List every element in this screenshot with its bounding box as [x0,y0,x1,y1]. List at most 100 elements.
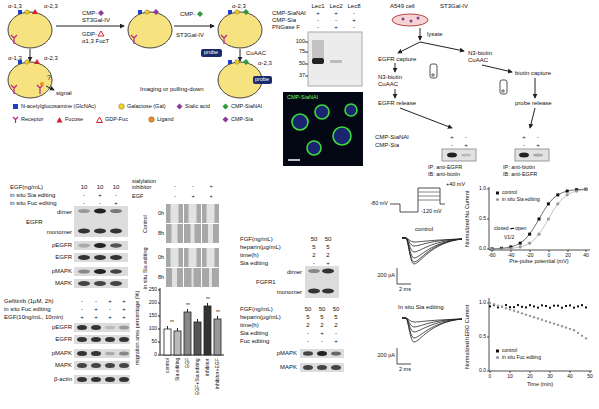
figure-label: FGFR1 [256,279,276,285]
legend-symbol [118,103,125,110]
figure-label: 2 ms [399,367,411,373]
figure-label: + [108,314,112,320]
figure-label: - [83,192,85,198]
figure-label: EGF [185,358,190,368]
fgfr-blots-part [308,289,320,294]
egfr-blots-part [105,337,115,342]
egfr-blots-part [77,377,87,382]
legend-symbol [12,103,19,110]
migration-images-part [192,268,194,287]
plot-point [497,304,499,306]
figure-label: + [108,298,112,304]
egfr-blots-part [78,281,90,286]
figure-label: CMP- [82,10,97,16]
figure-label: CMP-SiaNAl [375,134,409,140]
egfr-blots-part [77,325,87,330]
bar-chart-part [168,303,218,331]
figure-label: A549 cell [390,3,415,9]
glycan-symbols-part [228,60,232,64]
plot-legend-markers-part [496,350,499,353]
figure-label: Sia editing [240,260,268,266]
plot-point [509,306,511,308]
fgfr-blots-part [300,363,344,372]
figure-label: in situ Fuc editing [10,200,57,206]
figure-label: 50 [299,61,305,67]
plot-point [585,337,587,339]
figure-label: 0.0 [479,246,486,251]
egfr-blots-part [74,279,128,288]
receptor-symbols-part [131,35,137,44]
pulldown-workflow-part-part [530,108,535,128]
figure-label: PNGase F [272,24,300,30]
figure-label: IP: anti-biotin [503,165,535,171]
figure-label: 250 [149,287,157,292]
egfr-blots-part [94,255,106,260]
figure-label: MAPK [280,364,297,370]
fgfr-blots-part [322,269,334,274]
figure-label: 8h [158,275,164,281]
egfr-blots-part [119,352,129,356]
figure-label: FGF(ng/mL) [240,236,273,242]
plot-legend-markers [496,192,499,360]
figure-label: - [353,24,355,30]
figure-label: FGF(ng/mL) [240,306,273,312]
plot-point [525,313,527,315]
figure-label: + [334,10,338,16]
figure-label: ? [47,74,51,81]
pulldown-workflow-part [519,153,529,158]
receptor-symbols-part [11,85,17,94]
figure-label: - [307,338,309,344]
figure-label: + [522,134,526,140]
figure-label: α-2,3 [44,55,58,61]
patch-clamp-part [402,318,462,342]
figure-label: ST3Gal-IV [82,17,110,23]
figure-label: 2 [326,252,329,258]
pulldown-workflow-part [410,20,413,23]
pulldown-workflow-part-part [395,63,396,72]
figure-label: + [209,194,212,200]
pulldown-workflow-part [533,154,543,157]
figure-label: EGF(10ng/mL, 10min) [4,314,63,320]
plot-point [533,305,535,307]
pulldown-workflow-part [392,14,428,26]
legend-symbol [56,116,63,123]
figure-label: 2 [306,322,309,328]
patch-clamp-part [418,192,440,200]
schematic-cells-part [218,12,262,48]
pulldown-workflow [392,14,549,161]
receptor-symbols-part [221,35,227,44]
figure-label: Lec2 [329,3,342,9]
figure-label: + [536,142,540,148]
egfr-blots-part [94,229,106,234]
figure-label: N3-biotin [378,74,402,80]
plot-point [577,305,579,307]
figure-label: 100 [149,326,157,331]
plot-axes [487,187,592,373]
figure-label: ** [216,310,220,315]
plot-point [492,189,586,249]
figure-label: in situ Fuc editing [502,355,541,360]
plot-point [565,305,567,307]
egfr-blots-part [119,363,129,368]
glycan-symbols-part [235,10,239,14]
pulldown-workflow-part-part [535,78,536,98]
migration-images-part [166,224,183,243]
egfr-blots-part [91,337,101,342]
fgfr-blots-part [331,365,341,370]
egfr-blots-part [105,326,115,330]
egfr-blots-part [74,349,130,358]
migration-images-part [209,268,212,287]
legend-symbol [176,103,183,110]
plot-point [517,304,519,306]
schematic-cells [8,12,262,98]
figure-label: EGF+Sia editing [195,358,200,395]
figure-label: - [95,298,97,304]
migration-images-part [172,268,177,287]
pulldown-workflow-part-part [430,64,437,78]
legend-text: Ligand [157,117,174,123]
legend-item: CMP-Sia [222,116,253,123]
figure-label: 2 [312,252,315,258]
migration-images-part [184,204,201,223]
figure-label: - [81,298,83,304]
glycan-symbols [18,9,249,65]
